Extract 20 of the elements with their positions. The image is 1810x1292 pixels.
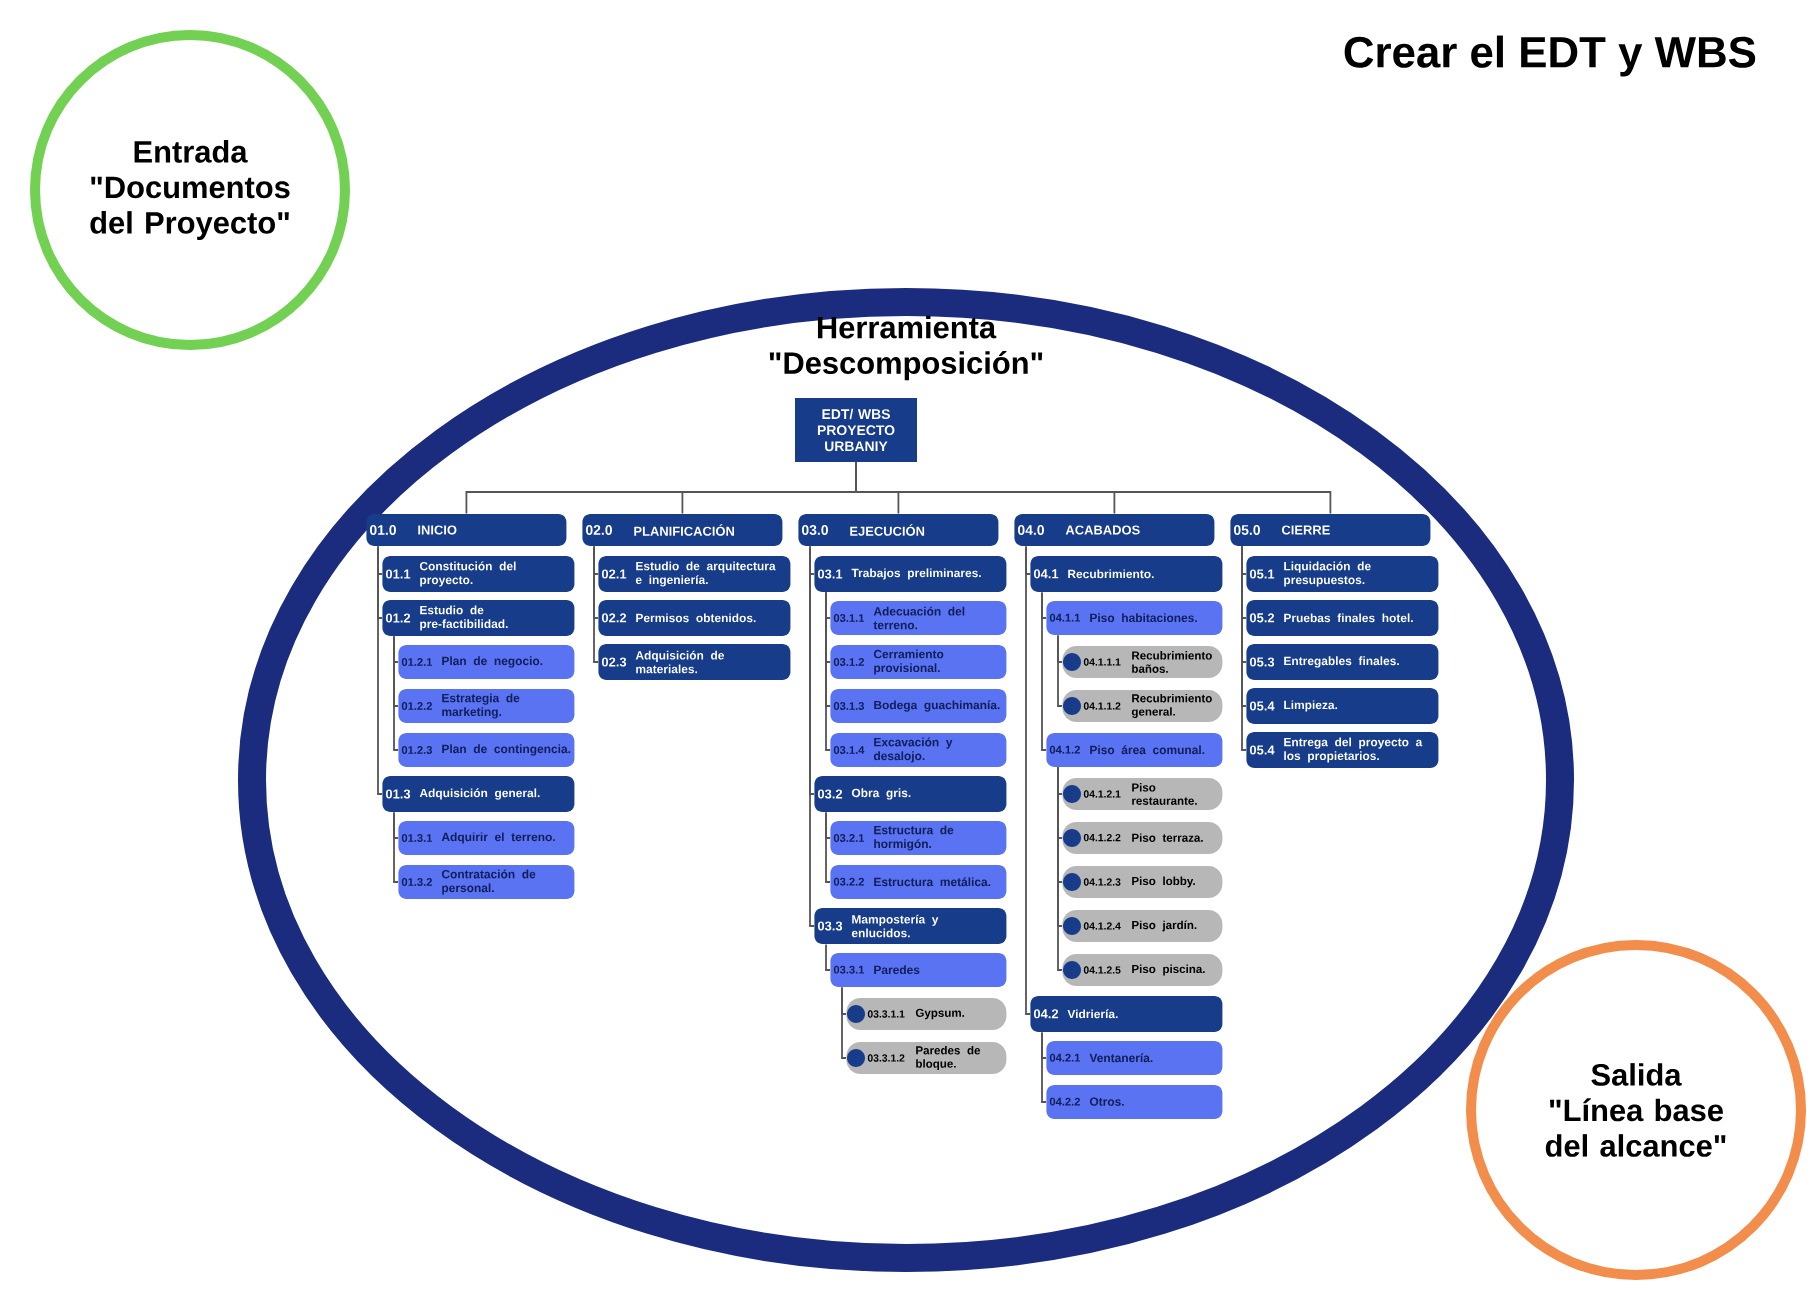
page-title: Crear el EDT y WBS xyxy=(1344,35,1756,77)
ring-heading: Herramienta "Descomposición" xyxy=(769,315,1043,381)
connector-line xyxy=(825,943,831,971)
connector-line xyxy=(841,986,847,1059)
connector-line xyxy=(855,461,1332,515)
connector-line xyxy=(1025,545,1031,1015)
connector-line xyxy=(393,811,399,883)
connector-line xyxy=(1057,634,1063,707)
connector-line xyxy=(809,545,815,927)
circle-box: Salida "Línea base del alcance" xyxy=(1466,940,1806,1280)
connector-line xyxy=(1057,766,1063,971)
connector-line xyxy=(1241,545,1247,751)
connector-line xyxy=(825,811,831,883)
connector-line xyxy=(1041,591,1047,751)
circle-box: Entrada "Documentos del Proyecto" xyxy=(30,30,350,350)
connector-line xyxy=(393,635,399,751)
connector-line xyxy=(593,545,599,663)
connector-line xyxy=(377,545,383,795)
connector-line xyxy=(825,591,831,751)
connector-line xyxy=(1041,1031,1047,1103)
